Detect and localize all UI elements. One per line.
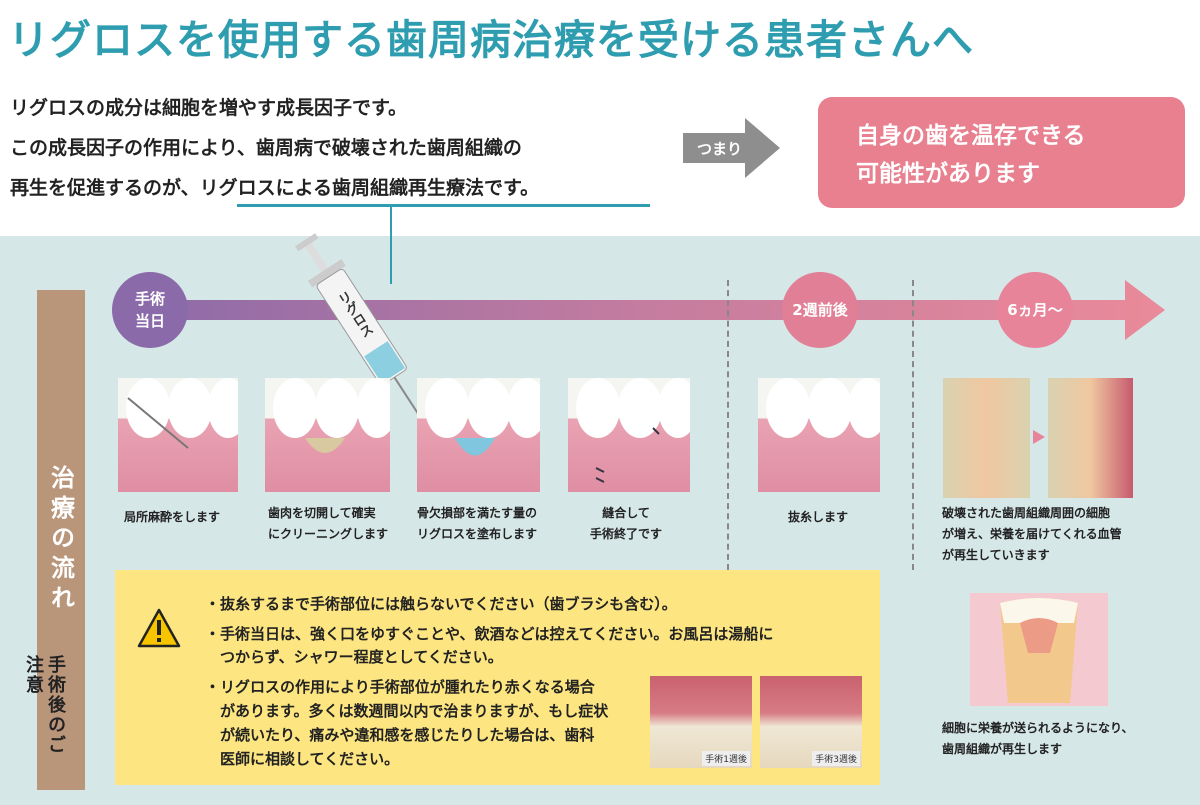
step-image-cleaning [265, 378, 390, 492]
timeline-arrow [115, 280, 1165, 340]
timeline-month6: 6ヵ月〜 [997, 272, 1073, 348]
warning-line: が続いたり、痛みや違和感を感じたりした場合は、歯科 [205, 726, 595, 744]
tsumari-label: つまり [697, 140, 743, 158]
warning-box: ・抜糸するまで手術部位には触らないでください（歯ブラシも含む）。 ・手術当日は、… [115, 570, 880, 785]
caption-line: 歯周組織が再生します [942, 742, 1063, 756]
intro-line-1: リグロスの成分は細胞を増やす成長因子です。 [10, 97, 408, 119]
result-line-2: 可能性があります [856, 161, 1040, 187]
timeline-week2: 2週前後 [782, 272, 858, 348]
caption-line: 歯肉を切開して確実 [268, 506, 376, 520]
day0-line2: 当日 [134, 312, 165, 330]
step-caption: 局所麻酔をします [124, 507, 220, 528]
caption-line: 縫合して [602, 506, 650, 520]
caption-line: 骨欠損部を満たす量の [417, 506, 538, 520]
photo-week1: 手術1週後 [650, 676, 752, 768]
divider [912, 280, 914, 570]
timeline-day0: 手術当日 [112, 272, 188, 348]
photo-week3: 手術3週後 [760, 676, 862, 768]
caption-line: リグロスを塗布します [417, 527, 538, 541]
warning-icon [137, 608, 181, 648]
photo-caption: 手術1週後 [702, 751, 750, 766]
step-caption: 細胞に栄養が送られるようになり、歯周組織が再生します [942, 718, 1134, 760]
step-image-regenerated-tooth [970, 593, 1108, 706]
divider [727, 280, 729, 570]
caption-line: 局所麻酔をします [124, 510, 221, 524]
underline [237, 204, 650, 207]
step-image-regen-after [1048, 378, 1133, 498]
arrow-right-icon [683, 118, 780, 178]
caption-line: 手術終了です [590, 527, 663, 541]
caption-line: にクリーニングします [268, 527, 389, 541]
caption-line: 破壊された歯周組織周囲の細胞 [942, 506, 1111, 520]
warning-title: 手術後のご注意 [23, 655, 66, 755]
result-line-1: 自身の歯を温存できる [856, 123, 1086, 149]
warning-line: があります。多くは数週間以内で治まりますが、もし症状 [205, 702, 609, 720]
caption-line: 抜糸します [788, 510, 849, 524]
warning-line: ・手術当日は、強く口をゆすぐことや、飲酒などは控えてください。お風呂は湯船に [205, 625, 774, 643]
step-caption: 骨欠損部を満たす量のリグロスを塗布します [417, 503, 537, 545]
warning-line: ・抜糸するまで手術部位には触らないでください（歯ブラシも含む）。 [205, 595, 677, 613]
photo-caption: 手術3週後 [812, 751, 860, 766]
pointer-line [390, 206, 392, 284]
tsumari-arrow: つまり [683, 118, 780, 178]
step-image-remove-suture [758, 378, 880, 492]
step-image-anesthesia [118, 378, 238, 492]
intro-line-3: 再生を促進するのが、リグロスによる歯周組織再生療法です。 [10, 177, 540, 199]
day0-line1: 手術 [134, 290, 165, 308]
flow-label: 治療の流れ [37, 290, 85, 790]
arrow-right-icon [1033, 430, 1045, 444]
step-caption: 破壊された歯周組織周囲の細胞が増え、栄養を届けてくれる血管が再生していきます [942, 503, 1122, 566]
caption-line: 細胞に栄養が送られるようになり、 [942, 721, 1134, 735]
step-image-apply [417, 378, 540, 492]
warning-line: 医師に相談してください。 [205, 750, 400, 768]
page-title: リグロスを使用する歯周病治療を受ける患者さんへ [8, 16, 974, 64]
intro-line-2: この成長因子の作用により、歯周病で破壊された歯周組織の [10, 137, 522, 159]
result-box: 自身の歯を温存できる 可能性があります [818, 97, 1185, 208]
warning-line: ・リグロスの作用により手術部位が腫れたり赤くなる場合 [205, 678, 595, 696]
step-caption: 縫合して手術終了です [590, 503, 662, 545]
step-image-suture [568, 378, 690, 492]
caption-line: が増え、栄養を届けてくれる血管 [942, 527, 1122, 541]
caption-line: が再生していきます [942, 548, 1050, 562]
step-caption: 歯肉を切開して確実にクリーニングします [268, 503, 388, 545]
warning-line: つからず、シャワー程度としてください。 [205, 648, 503, 666]
step-image-regen-before [943, 378, 1030, 498]
syringe-icon: リグロス [295, 233, 424, 421]
step-caption: 抜糸します [788, 507, 848, 528]
